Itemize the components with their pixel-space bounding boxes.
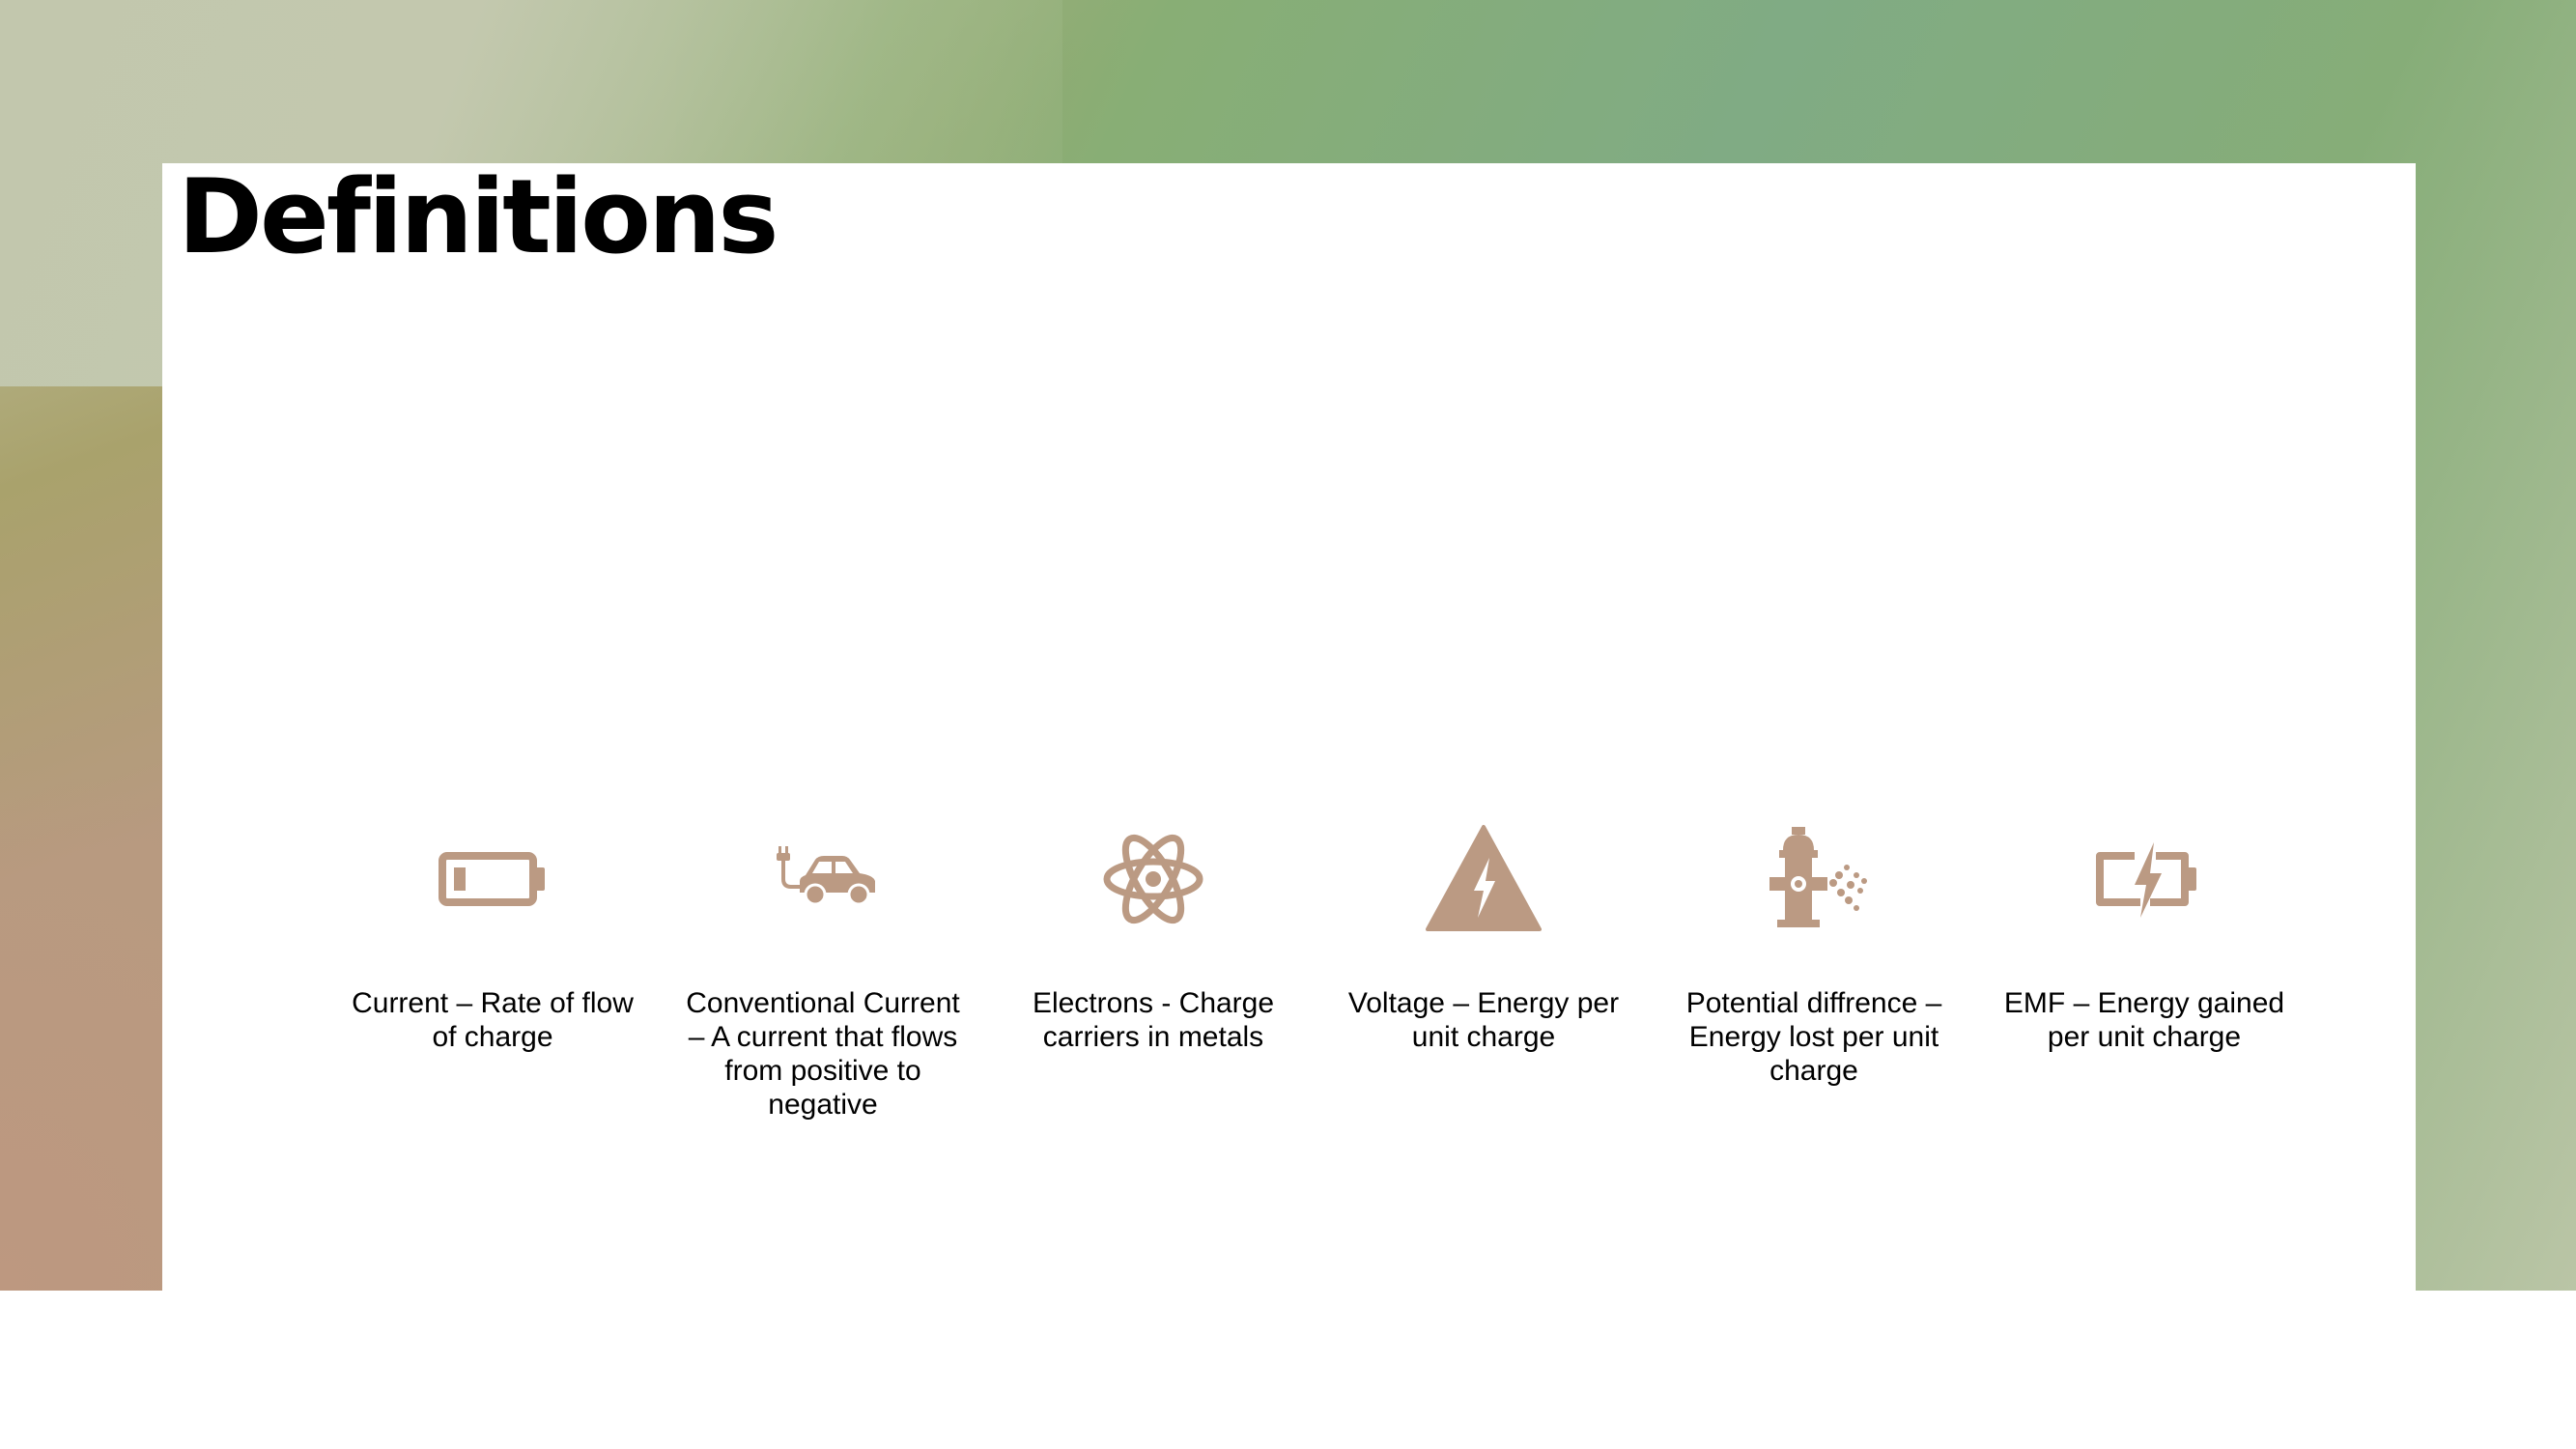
electric-car-icon: [765, 821, 881, 937]
battery-charging-icon: [2086, 821, 2202, 937]
definition-item-conventional-current: Conventional Current – A current that fl…: [678, 657, 968, 1121]
definition-item-emf: EMF – Energy gained per unit charge: [1999, 657, 2289, 1121]
slide-title: Definitions: [178, 157, 779, 276]
definition-label: EMF – Energy gained per unit charge: [2003, 987, 2285, 1053]
definition-label: Conventional Current – A current that fl…: [686, 987, 960, 1121]
high-voltage-warning-icon: [1426, 821, 1542, 937]
content-card: [162, 163, 2416, 1291]
definition-label: Current – Rate of flow of charge: [352, 987, 634, 1053]
definition-item-current: Current – Rate of flow of charge: [348, 657, 637, 1121]
definition-item-voltage: Voltage – Energy per unit charge: [1339, 657, 1628, 1121]
atom-icon: [1095, 821, 1211, 937]
definitions-row: Current – Rate of flow of charge Convent…: [166, 657, 2284, 1198]
definition-label: Potential diffrence – Energy lost per un…: [1685, 987, 1942, 1087]
definition-item-potential-difference: Potential diffrence – Energy lost per un…: [1669, 657, 1959, 1121]
slide-background: [0, 0, 2576, 1291]
definition-item-electrons: Electrons - Charge carriers in metals: [1008, 657, 1298, 1121]
fire-hydrant-icon: [1756, 821, 1872, 937]
battery-low-icon: [435, 821, 551, 937]
definition-label: Voltage – Energy per unit charge: [1347, 987, 1620, 1053]
definition-label: Electrons - Charge carriers in metals: [1032, 987, 1275, 1053]
